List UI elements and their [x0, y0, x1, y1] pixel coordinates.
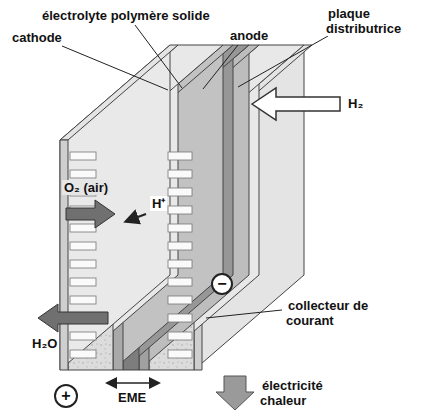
- h2-arrow: [252, 88, 340, 120]
- negative-terminal: [212, 274, 232, 294]
- cathode-collector-front: [60, 140, 68, 370]
- output-label: électricité chaleur: [260, 378, 350, 408]
- gas-channel: [70, 332, 96, 340]
- gas-channel: [168, 350, 192, 358]
- gas-channel: [70, 350, 96, 358]
- part-label: plaque distributrice: [326, 6, 416, 36]
- h2o-arrow: [38, 304, 108, 332]
- gas-channel: [70, 296, 96, 304]
- gas-channel: [70, 224, 96, 232]
- gas-channel: [168, 278, 192, 286]
- ion-label: H⁺: [150, 196, 180, 211]
- polarity-sign: +: [56, 386, 76, 406]
- gas-label: H₂: [346, 96, 386, 111]
- gas-channel: [70, 152, 96, 160]
- gas-channel: [70, 260, 96, 268]
- part-label: cathode: [10, 30, 90, 45]
- part-label: électrolyte polymère solide: [40, 8, 240, 23]
- o2-arrow: [66, 200, 115, 228]
- gas-channel: [70, 278, 96, 286]
- part-label: collecteur de courant: [286, 298, 396, 328]
- gas-channel: [168, 152, 192, 160]
- gas-channel: [70, 170, 96, 178]
- eme-arrow: [108, 382, 158, 384]
- leader-lines: [62, 25, 328, 318]
- gas-channel: [168, 170, 192, 178]
- gas-label: H₂O: [30, 336, 80, 351]
- gas-channel: [168, 332, 192, 340]
- polarity-sign: −: [212, 274, 232, 294]
- gas-channel: [168, 242, 192, 250]
- gas-channel: [168, 296, 192, 304]
- gas-channel: [168, 206, 192, 214]
- gas-channel: [168, 224, 192, 232]
- part-label: EME: [116, 390, 166, 405]
- part-label: anode: [228, 28, 288, 43]
- gas-channel: [168, 188, 192, 196]
- gas-channel: [168, 260, 192, 268]
- gas-channel: [168, 314, 192, 322]
- positive-terminal: [55, 385, 77, 407]
- output-arrow: [216, 376, 254, 410]
- proton-arrow: [127, 214, 146, 221]
- gas-label: O₂ (air): [62, 180, 152, 195]
- gas-channel: [70, 242, 96, 250]
